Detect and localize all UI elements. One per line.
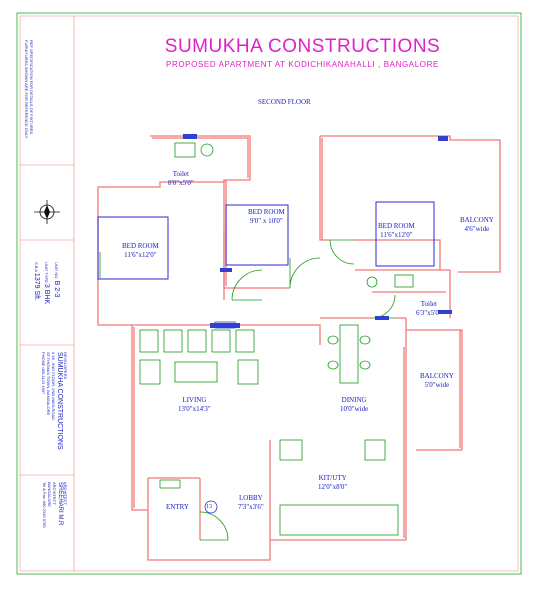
sidebar-area: S B A 1379 Sft. xyxy=(33,262,40,301)
entry-badge-icon xyxy=(204,500,218,514)
title-block xyxy=(20,16,75,571)
windows xyxy=(183,134,452,329)
beds xyxy=(97,201,435,280)
room-label-entry: ENTRY xyxy=(166,503,189,511)
entry-badge: 13 xyxy=(206,504,212,510)
company-title: SUMUKHA CONSTRUCTIONS xyxy=(164,36,441,57)
north-arrow-icon xyxy=(34,200,60,224)
sidebar-unit: UNIT NO. B 2-3 xyxy=(53,262,60,298)
furniture xyxy=(139,142,414,536)
sheet-border xyxy=(16,12,522,575)
sidebar-architect: ARCHITECT SREEHARI M.R ARCHITECT BANGALO… xyxy=(42,482,68,528)
floor-label: SECOND FLOOR xyxy=(258,98,311,106)
sidebar-notes: REF SPECIFICATION FOR DETAILS OF FIXTURE… xyxy=(24,40,34,139)
sidebar-unit-type: UNIT TYPE 3 BHK xyxy=(43,262,50,305)
walls xyxy=(97,135,501,561)
project-subtitle: PROPOSED APARTMENT AT KODICHIKANAHALLI ,… xyxy=(166,60,439,69)
sidebar-developers: DEVELOPERS SUMUKHA CONSTRUCTIONS # 18 , … xyxy=(41,352,68,450)
doors xyxy=(99,239,396,541)
